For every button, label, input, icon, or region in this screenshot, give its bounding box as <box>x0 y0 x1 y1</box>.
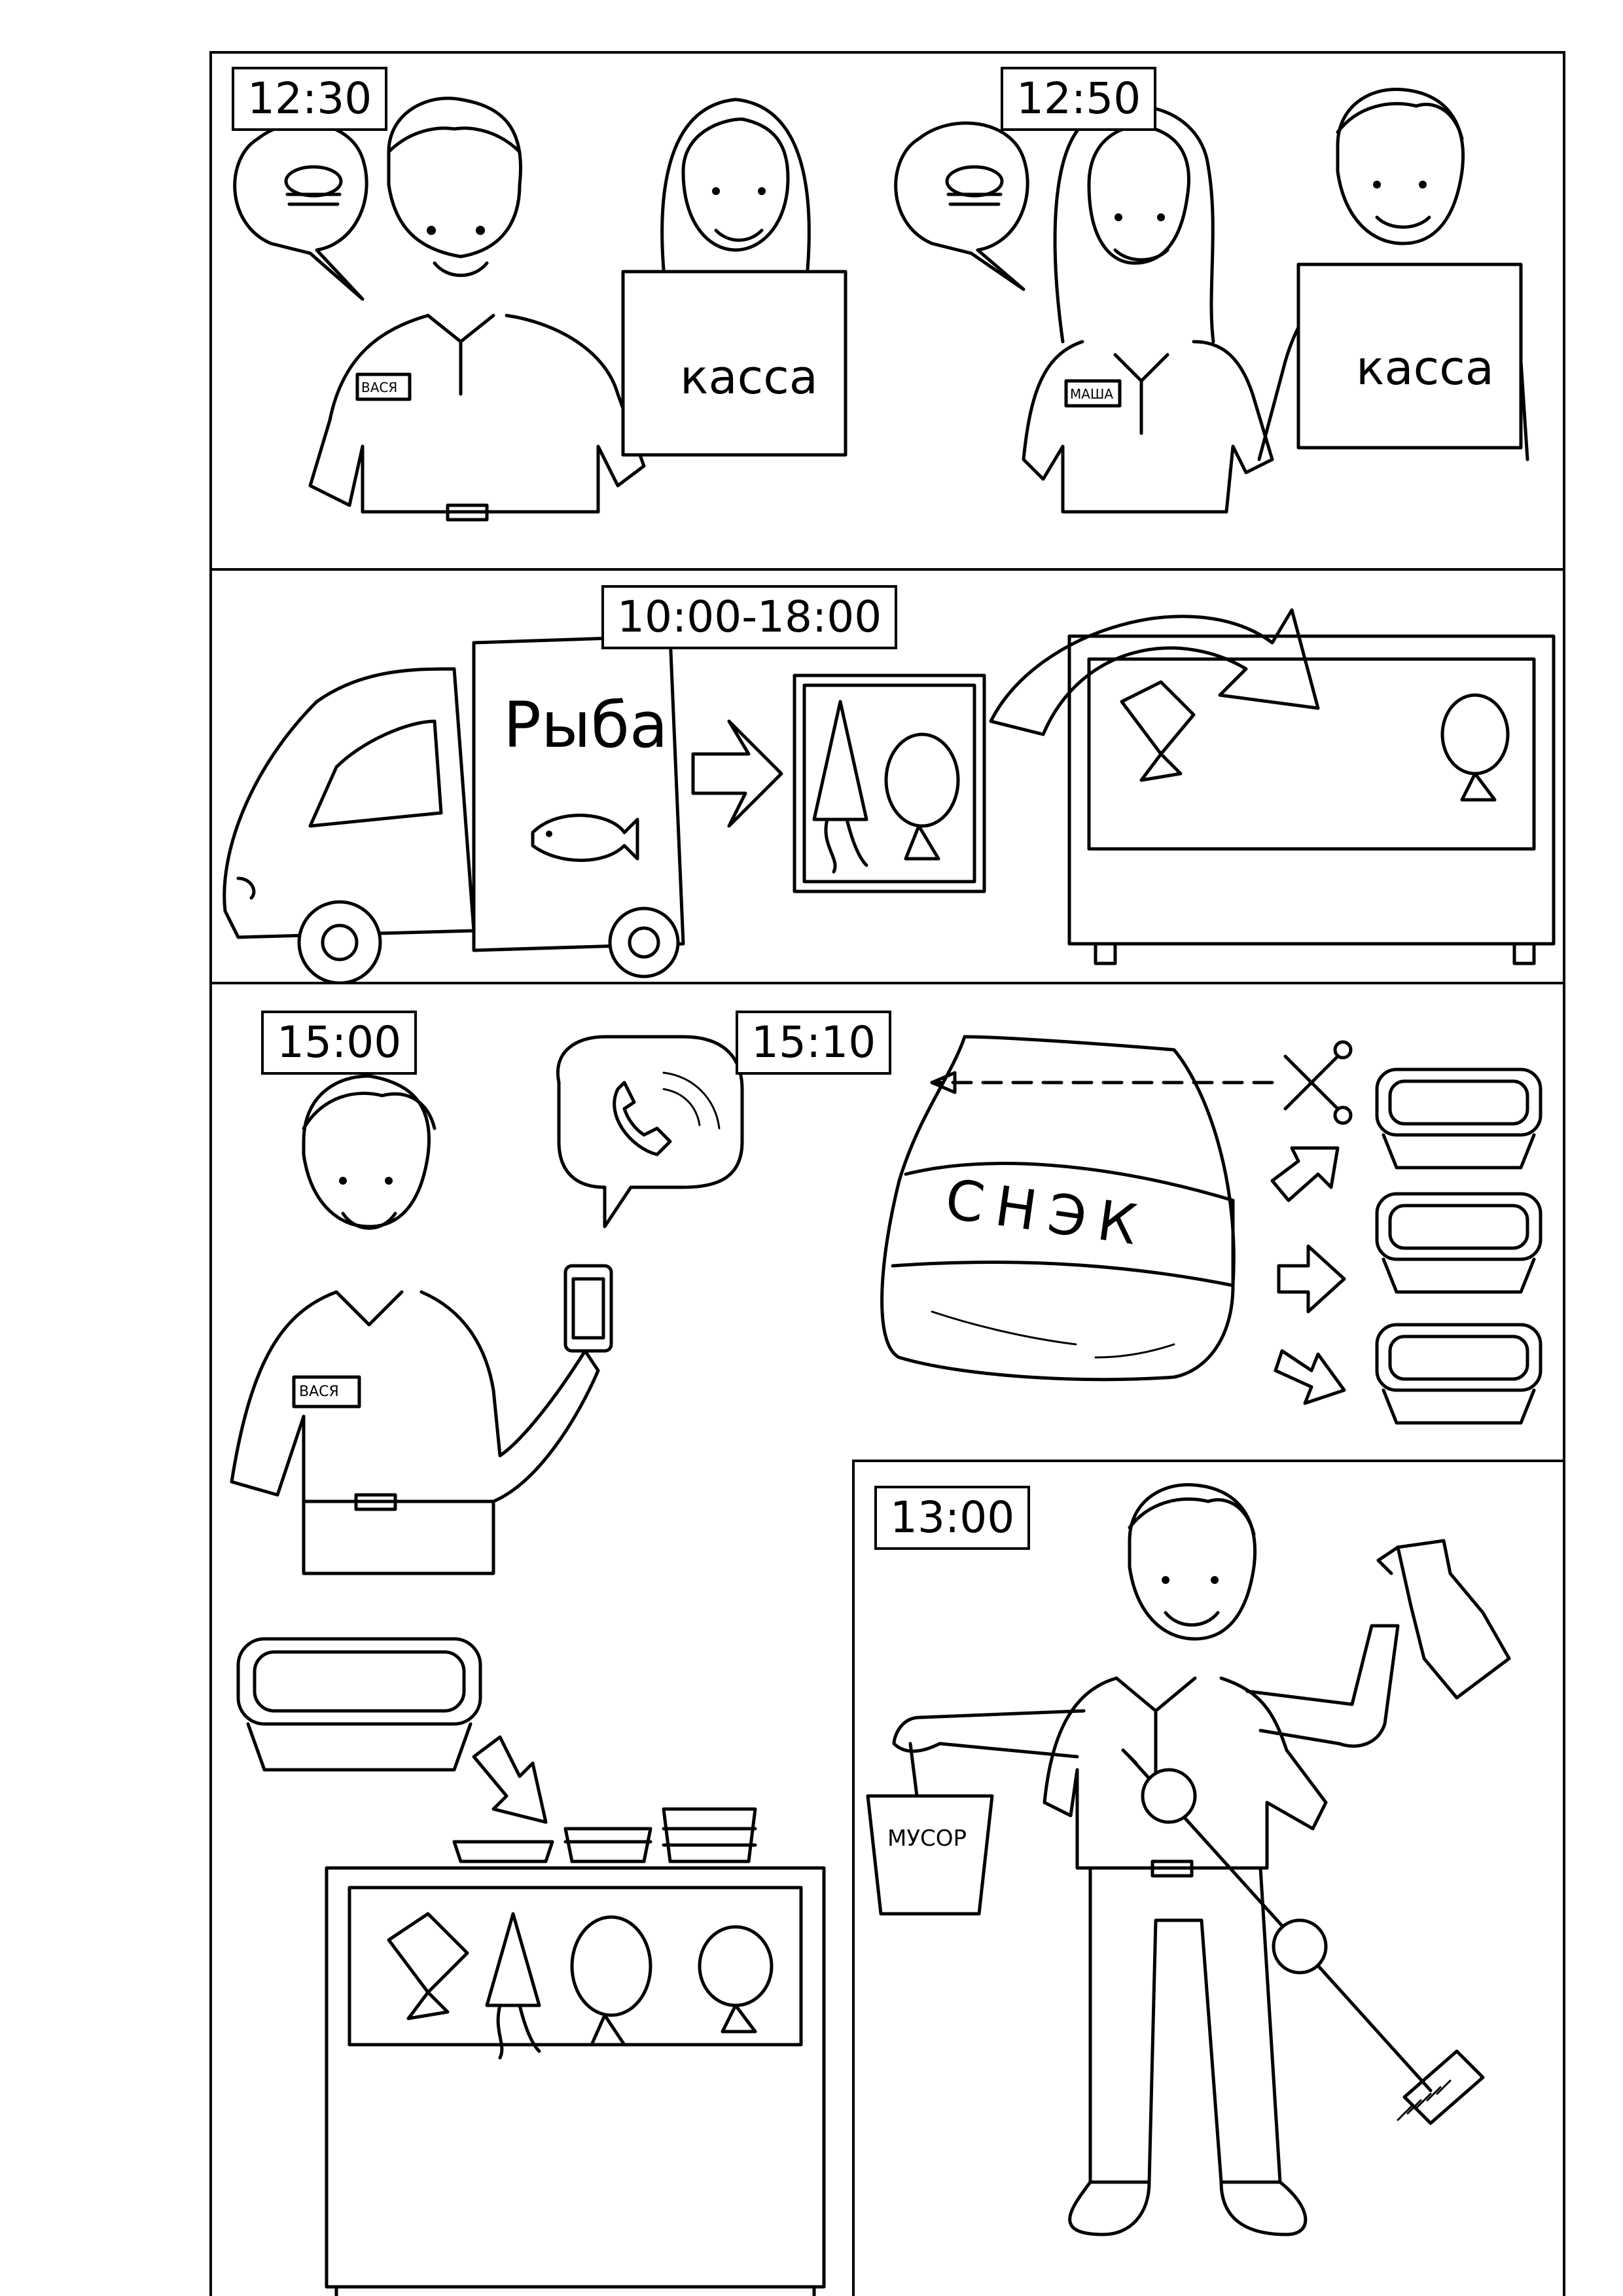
arrow-to-tray-2 <box>1277 1244 1346 1314</box>
panel-delivery-art <box>223 608 1556 982</box>
arrow-to-case <box>472 1735 548 1824</box>
panel-cleaning: 13:00 МУСОР <box>852 1460 1565 2296</box>
fish-truck <box>223 634 685 982</box>
time-badge-1500: 15:00 <box>261 1011 418 1075</box>
time-badge-1230: 12:30 <box>232 67 388 131</box>
arrow-right-1 <box>691 719 783 828</box>
stacked-trays <box>452 1807 757 1863</box>
badge-vasya-call <box>292 1375 361 1408</box>
tray-1 <box>1375 1067 1543 1170</box>
fish-display-case <box>1067 634 1556 965</box>
bucket-label: МУСОР <box>887 1825 967 1852</box>
panel-repack-art <box>230 1035 1543 2296</box>
badge-masha-top <box>1064 379 1122 408</box>
panel-fish-delivery: 10:00-18:00 Рыба <box>209 568 1565 984</box>
vasya-person <box>308 96 646 522</box>
tray-2 <box>1375 1192 1543 1294</box>
fish-photo-frame <box>793 673 986 893</box>
call-speech-bubble <box>556 1035 744 1229</box>
scissors-cut-line <box>930 1040 1353 1125</box>
register-label-right: касса <box>1356 340 1494 395</box>
big-tray <box>236 1637 482 1772</box>
masha-person <box>1022 104 1274 514</box>
trash-bucket <box>866 1742 994 1916</box>
register-box-left <box>621 270 847 457</box>
tray-3 <box>1375 1323 1543 1425</box>
snack-bag <box>880 1035 1236 1382</box>
time-badge-delivery: 10:00-18:00 <box>601 585 898 649</box>
badge-vasya-label: ВАСЯ <box>361 380 398 395</box>
cashier-girl <box>660 98 811 272</box>
register-label-left: касса <box>680 350 818 404</box>
time-badge-1250: 12:50 <box>1001 67 1157 131</box>
vasya-with-phone <box>230 1074 613 1575</box>
badge-vasya-call-label: ВАСЯ <box>299 1384 339 1400</box>
time-badge-1300: 13:00 <box>874 1486 1031 1550</box>
badge-vasya-top <box>355 372 412 401</box>
arrow-to-tray-1 <box>1270 1146 1340 1202</box>
burger-thought-bubble-left <box>233 121 368 301</box>
burger-thought-bubble-right <box>894 121 1029 291</box>
truck-label: Рыба <box>503 689 668 762</box>
curved-arrow <box>989 608 1320 736</box>
panel-cashier-shifts: 12:30 12:50 ВАСЯ МАША касса касса <box>209 51 1565 571</box>
display-case-bottom <box>325 1866 826 2296</box>
arrow-to-tray-3 <box>1274 1349 1346 1405</box>
panel-cashier-art <box>233 87 1529 522</box>
spray-bottle <box>1376 1539 1511 1700</box>
panel-cleaning-art <box>866 1482 1511 2236</box>
time-badge-1510: 15:10 <box>736 1011 892 1075</box>
mop <box>1121 1748 1485 2125</box>
register-box-right <box>1296 262 1523 450</box>
badge-masha-label: МАША <box>1070 386 1114 402</box>
cleaning-person <box>892 1482 1400 2236</box>
